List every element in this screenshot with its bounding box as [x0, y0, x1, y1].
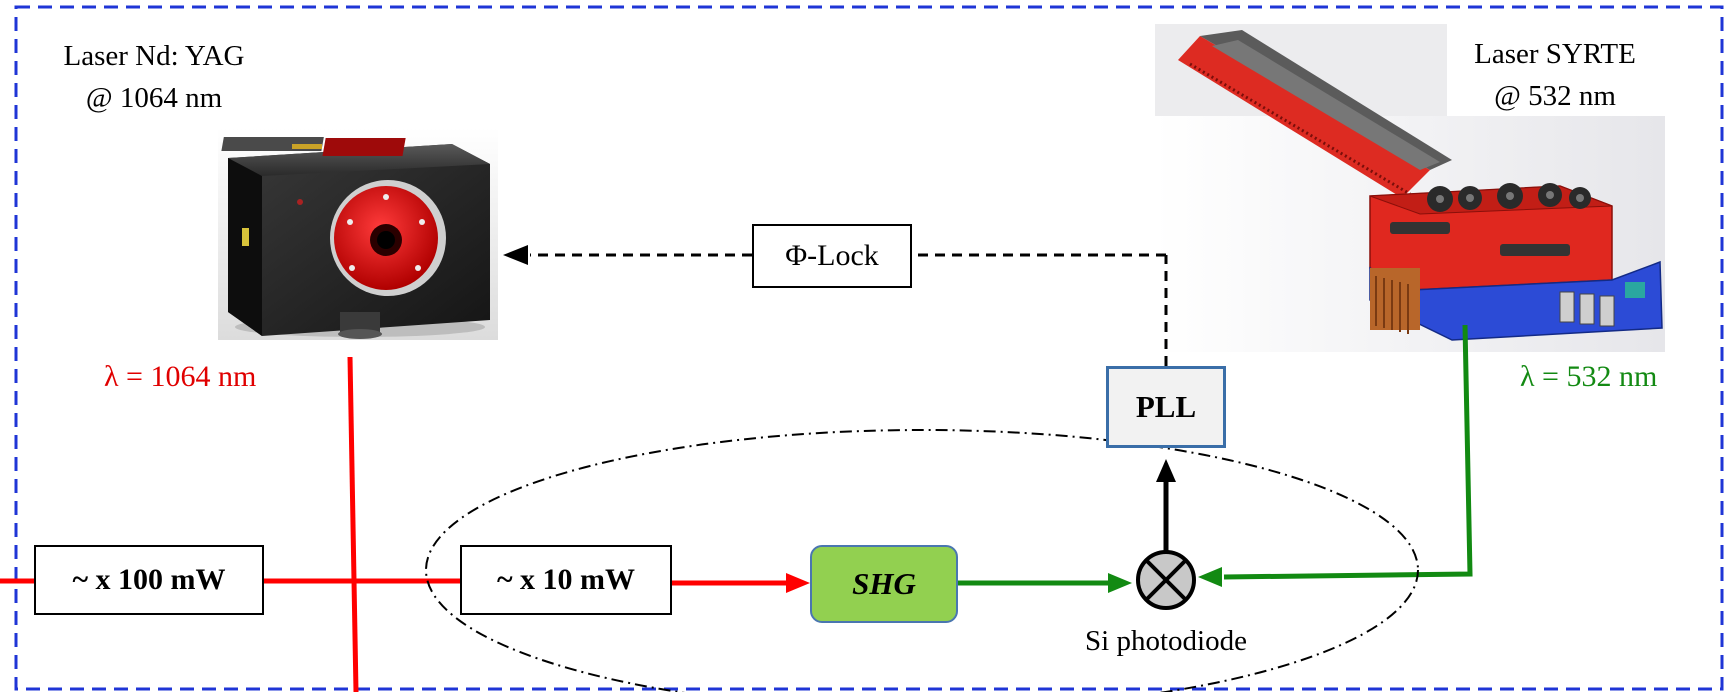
power-low-box: ~ x 10 mW — [460, 545, 672, 615]
green-wavelength-label: λ = 532 nm — [1520, 360, 1658, 393]
ir-beam-vertical — [347, 356, 359, 692]
mixer-icon — [1136, 550, 1196, 610]
yag-laser-device-image — [218, 128, 498, 340]
yag-laser-wavelength-title: @ 1064 nm — [85, 82, 223, 114]
syrte-laser-title: Laser SYRTE — [1474, 38, 1636, 70]
phi-lock-box: Φ-Lock — [752, 224, 912, 288]
syrte-laser-device-image — [1155, 24, 1665, 352]
arrowhead-icon — [1108, 573, 1132, 593]
arrowhead-icon — [1156, 459, 1176, 482]
arrowhead-icon — [1198, 567, 1222, 587]
pll-box: PLL — [1106, 366, 1226, 448]
ir-wavelength-label: λ = 1064 nm — [104, 360, 257, 393]
power-high-box: ~ x 100 mW — [34, 545, 264, 615]
arrowhead-icon — [786, 573, 810, 593]
syrte-laser-wavelength-title: @ 532 nm — [1494, 80, 1616, 112]
arrowhead-icon — [503, 245, 528, 265]
yag-laser-title: Laser Nd: YAG — [63, 40, 245, 72]
setup-frame — [14, 5, 1724, 691]
enclosure-ellipse — [425, 429, 1419, 692]
green-beam-syrte — [1223, 324, 1473, 580]
photodiode-label: Si photodiode — [1085, 625, 1247, 657]
shg-box: SHG — [810, 545, 958, 623]
